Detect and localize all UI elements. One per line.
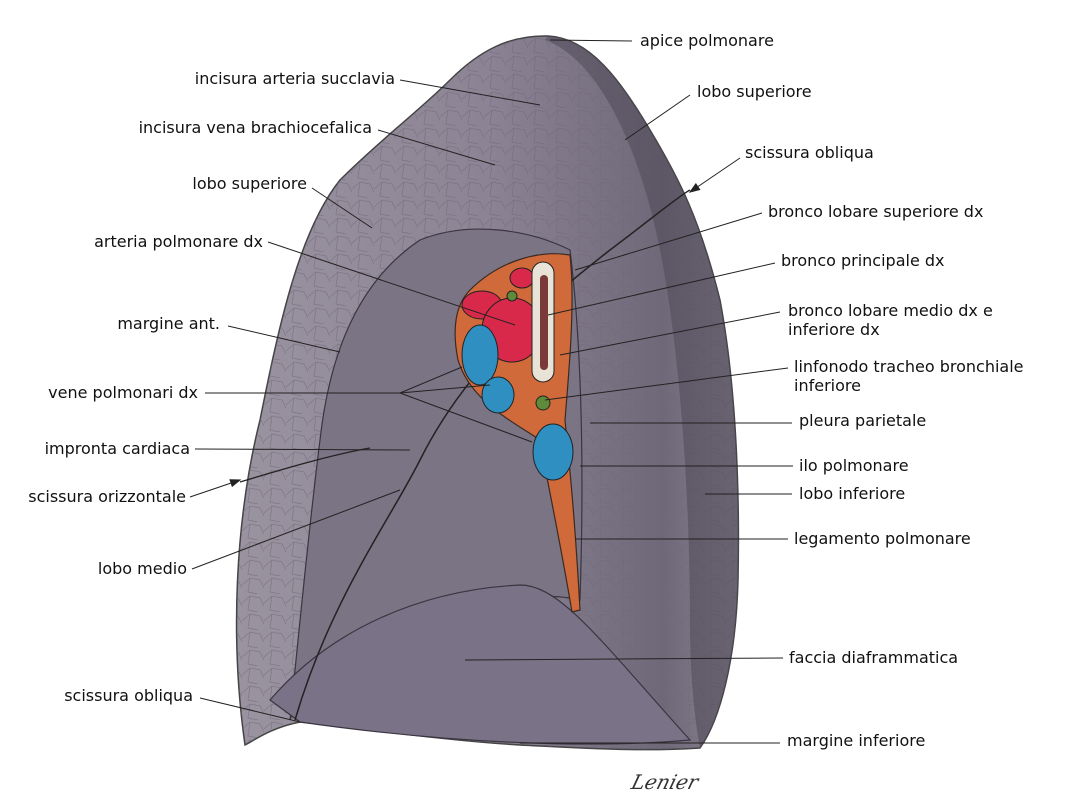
label-legamento-polmonare: legamento polmonare: [794, 529, 971, 548]
leader-line-vene-polmonari-dx: [399, 384, 491, 394]
lymph-node: [535, 395, 551, 411]
leader-line-lobo-superiore-left: [311, 187, 373, 229]
leader-line-bronco-principale-dx: [547, 262, 776, 316]
pulmonary-vein-lower: [532, 423, 574, 481]
leader-line-lobo-medio: [191, 489, 401, 570]
leader-line-incisura-vena-brachiocefalica: [377, 129, 496, 166]
arrowhead-icon: [229, 479, 242, 488]
leader-line-faccia-diaframmatica: [464, 657, 784, 661]
lung-body: [235, 35, 740, 751]
label-text: lobo inferiore: [799, 484, 906, 503]
label-text: bronco lobare medio dx e: [788, 301, 993, 320]
label-scissura-obliqua-right: scissura obliqua: [745, 143, 874, 162]
label-lobo-superiore-left: lobo superiore: [192, 174, 307, 193]
label-lobo-medio: lobo medio: [98, 559, 187, 578]
label-lobo-superiore-right: lobo superiore: [697, 82, 812, 101]
label-text: legamento polmonare: [794, 529, 971, 548]
label-vene-polmonari-dx: vene polmonari dx: [48, 383, 198, 402]
leader-line-apice-polmonare: [549, 39, 633, 42]
label-margine-ant: margine ant.: [117, 314, 220, 333]
label-text: linfonodo tracheo bronchiale: [794, 357, 1024, 376]
leader-line-bronco-lobare-medio-inferiore: [559, 311, 781, 356]
label-impronta-cardiaca: impronta cardiaca: [45, 439, 190, 458]
label-text: impronta cardiaca: [44, 439, 190, 458]
leader-line-vene-polmonari-dx: [399, 366, 463, 394]
label-text: lobo superiore: [697, 82, 812, 101]
label-pleura-parietale: pleura parietale: [799, 411, 926, 430]
label-text: lobo superiore: [192, 174, 307, 193]
label-text: vene polmonari dx: [48, 383, 198, 402]
pulmonary-vein-mid: [481, 376, 515, 414]
label-lobo-inferiore: lobo inferiore: [799, 484, 905, 503]
label-text: margine ant.: [117, 314, 220, 333]
label-text: scissura obliqua: [745, 143, 874, 162]
leader-lines: [189, 39, 793, 744]
label-text: arteria polmonare dx: [94, 232, 263, 251]
posterior-shadow: [545, 36, 739, 748]
horizontal-fissure: [239, 447, 371, 483]
oblique-fissure: [294, 189, 691, 721]
leader-line-scissura-obliqua-left: [199, 697, 301, 723]
label-text: bronco principale dx: [781, 251, 945, 270]
leader-line-lobo-superiore-right: [624, 94, 691, 141]
label-text: scissura obliqua: [64, 686, 193, 705]
label-scissura-obliqua-left: scissura obliqua: [64, 686, 193, 705]
label-text: incisura vena brachiocefalica: [138, 118, 372, 137]
leader-line-linfonodo-tracheo-bronchiale: [544, 367, 789, 401]
label-text: margine inferiore: [787, 731, 926, 750]
leader-line-bronco-lobare-superiore-dx: [574, 212, 763, 271]
leader-line-scissura-obliqua-right: [689, 157, 741, 193]
label-text: scissura orizzontale: [28, 487, 186, 506]
label-scissura-orizzontale: scissura orizzontale: [28, 487, 186, 506]
label-margine-inferiore: margine inferiore: [787, 731, 925, 750]
label-text: inferiore dx: [788, 320, 880, 339]
label-incisura-vena-brachiocefalica: incisura vena brachiocefalica: [139, 118, 372, 137]
leader-line-margine-ant: [227, 325, 341, 353]
label-text: incisura arteria succlavia: [194, 69, 395, 88]
label-text: inferiore: [794, 376, 861, 395]
label-faccia-diaframmatica: faccia diaframmatica: [789, 648, 958, 667]
leader-line-impronta-cardiaca: [194, 448, 411, 451]
label-apice-polmonare: apice polmonare: [640, 31, 774, 50]
label-incisura-arteria-succlavia: incisura arteria succlavia: [195, 69, 395, 88]
label-bronco-lobare-superiore-dx: bronco lobare superiore dx: [768, 202, 983, 221]
leader-line-vene-polmonari-dx: [399, 392, 533, 443]
label-text: apice polmonare: [640, 31, 774, 50]
label-ilo-polmonare: ilo polmonare: [799, 456, 909, 475]
label-arteria-polmonare-dx: arteria polmonare dx: [94, 232, 263, 251]
artist-signature: Lenier: [628, 770, 702, 794]
arrowhead-icon: [688, 183, 701, 193]
label-text: faccia diaframmatica: [789, 648, 959, 667]
hilum: [454, 253, 581, 613]
diaphragmatic-surface: [269, 584, 692, 745]
leader-line-arteria-polmonare-dx: [267, 241, 516, 326]
label-text: lobo medio: [97, 559, 187, 578]
label-text: pleura parietale: [799, 411, 927, 430]
label-bronco-principale-dx: bronco principale dx: [781, 251, 945, 270]
label-text: ilo polmonare: [799, 456, 909, 475]
leader-line-incisura-arteria-succlavia: [399, 79, 541, 106]
pulmonary-vein-upper: [461, 324, 499, 386]
label-text: bronco lobare superiore dx: [768, 202, 984, 221]
